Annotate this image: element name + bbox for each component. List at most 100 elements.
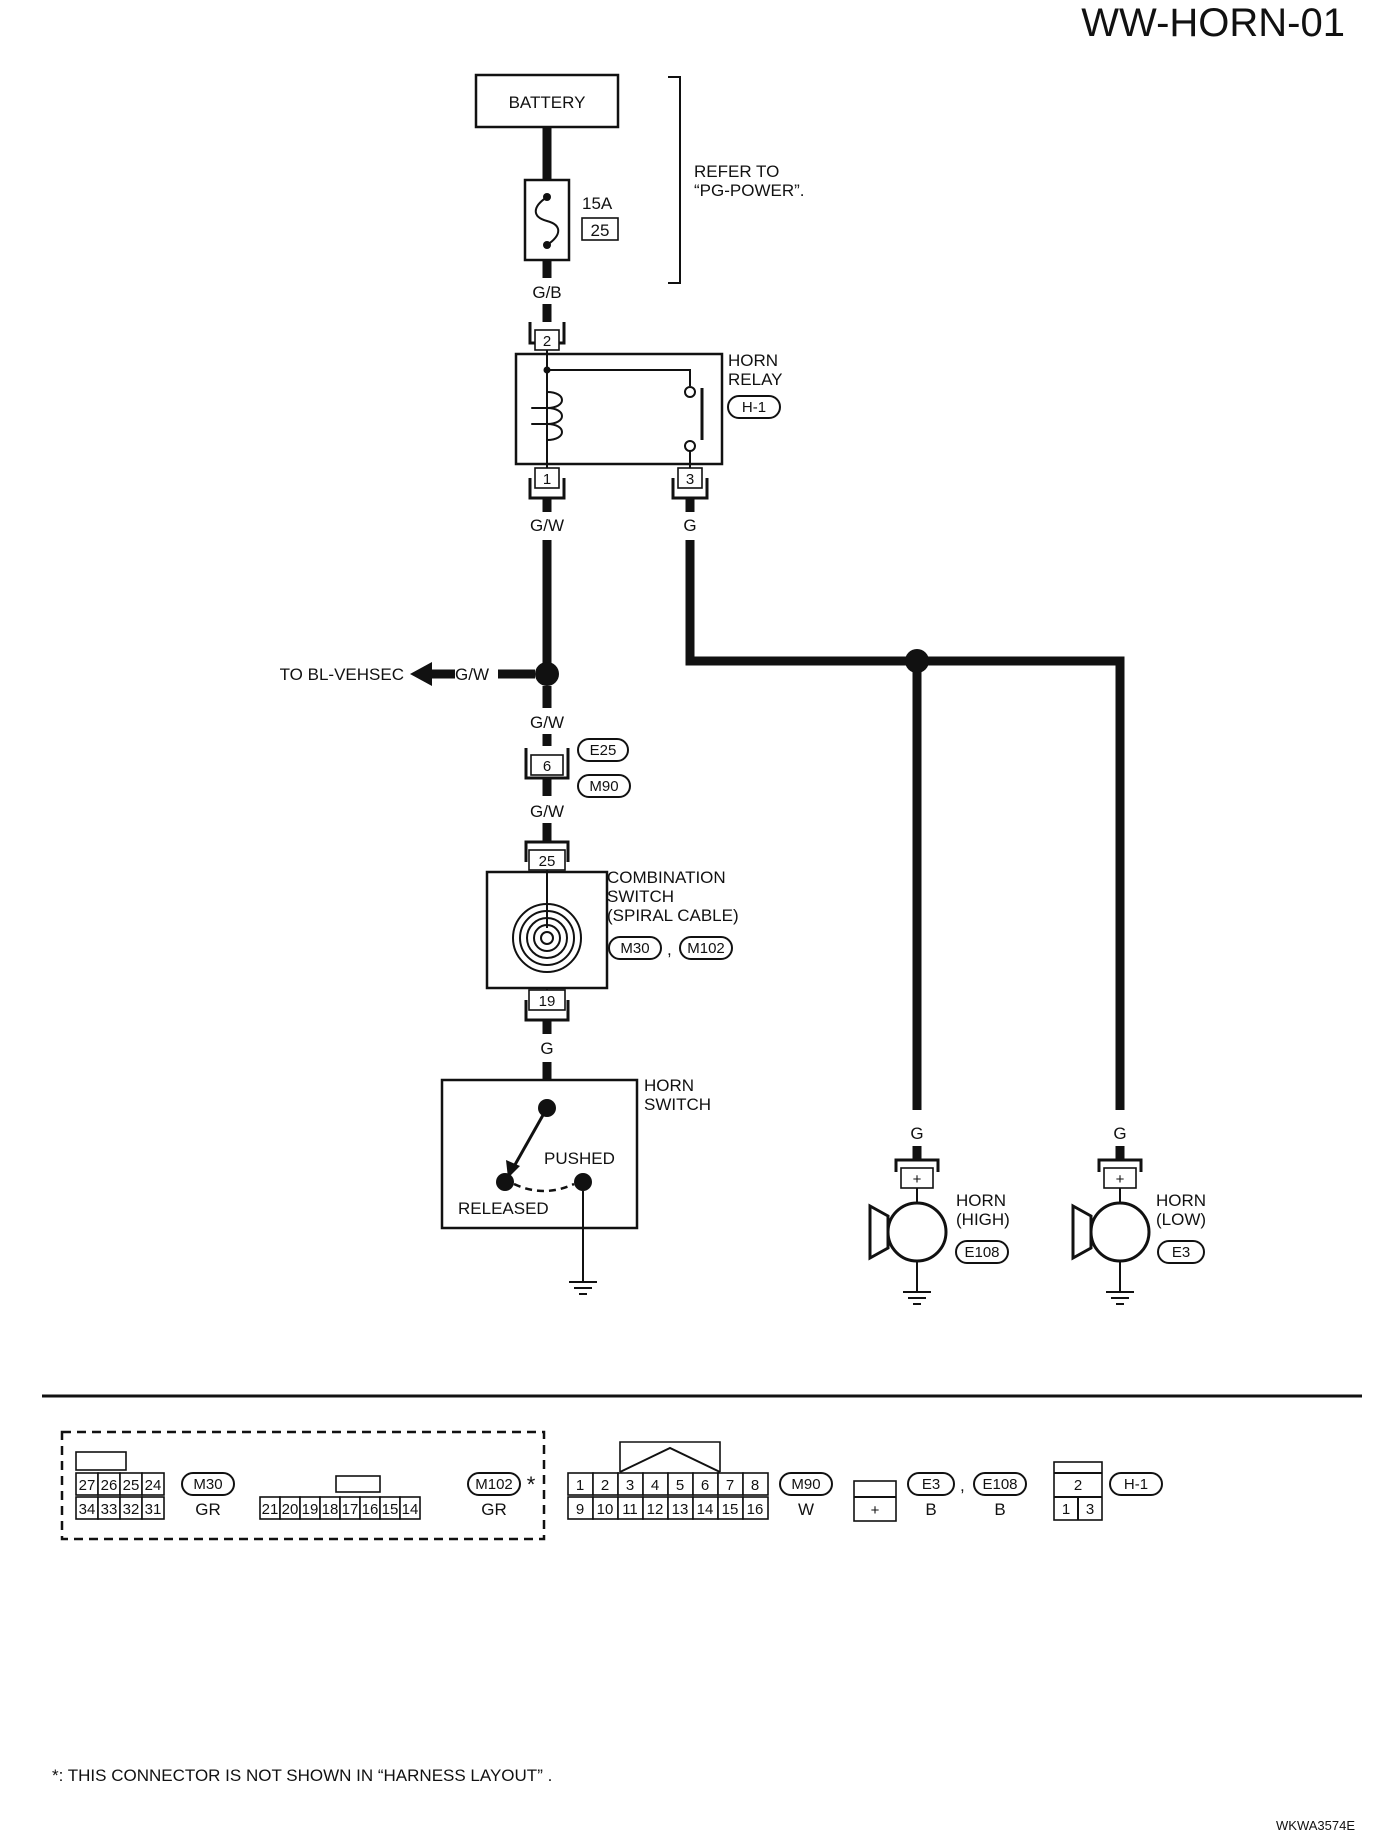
m102-pin: 16 — [362, 1501, 379, 1518]
horn-relay-connector: H-1 — [742, 399, 766, 416]
m90-hood-peak — [619, 1446, 721, 1473]
h1-pin: 2 — [1074, 1477, 1082, 1494]
m102-asterisk: * — [527, 1472, 536, 1497]
combo-connector-m30-pill — [608, 936, 662, 960]
m102-pin: 19 — [302, 1501, 319, 1518]
wire-label-g-relay: G — [683, 516, 696, 535]
horn-high-name2: (HIGH) — [956, 1210, 1010, 1229]
page-title: WW-HORN-01 — [1081, 1, 1345, 45]
relay-pin1-box — [534, 467, 560, 489]
m90-pin: 9 — [576, 1501, 584, 1518]
m102-pin: 20 — [282, 1501, 299, 1518]
m30-lock-tab — [75, 1451, 127, 1471]
m102-pin: 18 — [322, 1501, 339, 1518]
horn-low-name2: (LOW) — [1156, 1210, 1206, 1229]
horn-relay-name1: HORN — [728, 351, 778, 370]
m102-pin: 14 — [402, 1501, 419, 1518]
horn-switch-released-contact — [496, 1173, 514, 1191]
m90-id-pill — [779, 1472, 833, 1496]
horn-feed-wire — [685, 540, 1125, 1110]
relay-pin2: 2 — [543, 333, 551, 350]
h1-pin: 3 — [1086, 1501, 1094, 1518]
m102-id-pill — [467, 1472, 521, 1496]
combo-connector-m102-pill — [679, 936, 733, 960]
horn-low-terminal: + — [1116, 1171, 1125, 1188]
m30-pin: 34 — [79, 1501, 96, 1518]
refer-to-line2: “PG-POWER”. — [694, 181, 805, 200]
combo-connector-separator: , — [667, 940, 672, 959]
m90-pin: 4 — [651, 1477, 659, 1494]
horn-low-ground-icon — [1106, 1291, 1134, 1305]
horn-switch-name2: SWITCH — [644, 1095, 711, 1114]
m102-pin: 17 — [342, 1501, 359, 1518]
horn-relay-name2: RELAY — [728, 370, 783, 389]
m90-pin: 16 — [747, 1501, 764, 1518]
m90-pin: 11 — [622, 1501, 638, 1518]
battery-label: BATTERY — [509, 93, 586, 112]
m90-pin: 1 — [576, 1477, 584, 1494]
wire-label-gw-m90: G/W — [530, 802, 564, 821]
e108-id: E108 — [982, 1476, 1017, 1493]
horn-low-connector-pill — [1157, 1240, 1205, 1264]
joint-pin-box — [530, 754, 564, 776]
m102-id: M102 — [475, 1476, 513, 1493]
m90-hood — [619, 1441, 721, 1472]
combo-name2: SWITCH — [607, 887, 674, 906]
relay-pin3: 3 — [686, 471, 694, 488]
m30-pin: 24 — [145, 1477, 162, 1494]
relay-contact-top — [684, 386, 696, 398]
m30-pin: 31 — [145, 1501, 162, 1518]
m30-pin: 25 — [123, 1477, 140, 1494]
horn-relay-connector-pill — [727, 395, 781, 419]
not-shown-connector-group — [60, 1430, 546, 1541]
m30-id-pill — [181, 1472, 235, 1496]
m90-pin: 10 — [597, 1501, 614, 1518]
combo-connector-m102: M102 — [687, 940, 725, 957]
m30-id: M30 — [193, 1476, 222, 1493]
horn-high-terminal: + — [913, 1171, 922, 1188]
e108-color: B — [994, 1500, 1005, 1519]
fuse-rating: 15A — [582, 194, 613, 213]
horn-high-connector-pill — [955, 1240, 1009, 1264]
h1-id-pill — [1109, 1472, 1163, 1496]
drawing-code: WKWA3574E — [1276, 1818, 1355, 1833]
horn-switch-pushed: PUSHED — [544, 1149, 615, 1168]
refer-bracket — [668, 76, 681, 284]
horn-switch-released: RELEASED — [458, 1199, 549, 1218]
horn-low-name1: HORN — [1156, 1191, 1206, 1210]
relay-pin1: 1 — [543, 471, 551, 488]
joint-connector-e25-pill — [577, 738, 629, 762]
e3-e108-terminal: + — [871, 1502, 880, 1519]
horn-low-icon — [1071, 1201, 1151, 1263]
m90-pin: 14 — [697, 1501, 714, 1518]
combo-pin25-bracket — [524, 840, 570, 862]
horn-switch-travel — [513, 1182, 575, 1193]
m90-connector-face: 1 2 3 4 5 6 7 8 9 10 11 12 13 14 15 16 — [567, 1472, 769, 1520]
m102-pin: 21 — [262, 1501, 279, 1518]
wire-label-g-switch: G — [540, 1039, 553, 1058]
relay-contact-feed — [547, 369, 691, 386]
m30-connector-face: 27 26 25 24 34 33 32 31 — [75, 1472, 165, 1520]
e3-color: B — [925, 1500, 936, 1519]
gw-splice — [535, 662, 559, 686]
m102-lock-tab — [335, 1475, 381, 1493]
horn-splice — [905, 649, 929, 673]
e3-e108-separator: , — [960, 1476, 965, 1495]
m30-pin: 33 — [101, 1501, 118, 1518]
combo-name3: (SPIRAL CABLE) — [607, 906, 739, 925]
combo-name1: COMBINATION — [607, 868, 726, 887]
branch-label: TO BL-VEHSEC — [280, 665, 404, 684]
fuse-element-icon — [534, 196, 560, 246]
horn-low-connector: E3 — [1172, 1244, 1190, 1261]
e3-id-pill — [907, 1472, 955, 1496]
m90-pin: 3 — [626, 1477, 634, 1494]
combo-pin19: 19 — [539, 993, 556, 1010]
m102-connector-face: 21 20 19 18 17 16 15 14 — [259, 1496, 421, 1520]
horn-high-bracket — [894, 1158, 940, 1172]
m30-pin: 27 — [79, 1477, 96, 1494]
spiral-cable-icon — [512, 903, 582, 973]
battery-box — [474, 73, 620, 129]
footnote: *: THIS CONNECTOR IS NOT SHOWN IN “HARNE… — [52, 1766, 552, 1785]
wire-label-g-horn-low: G — [1113, 1124, 1126, 1143]
